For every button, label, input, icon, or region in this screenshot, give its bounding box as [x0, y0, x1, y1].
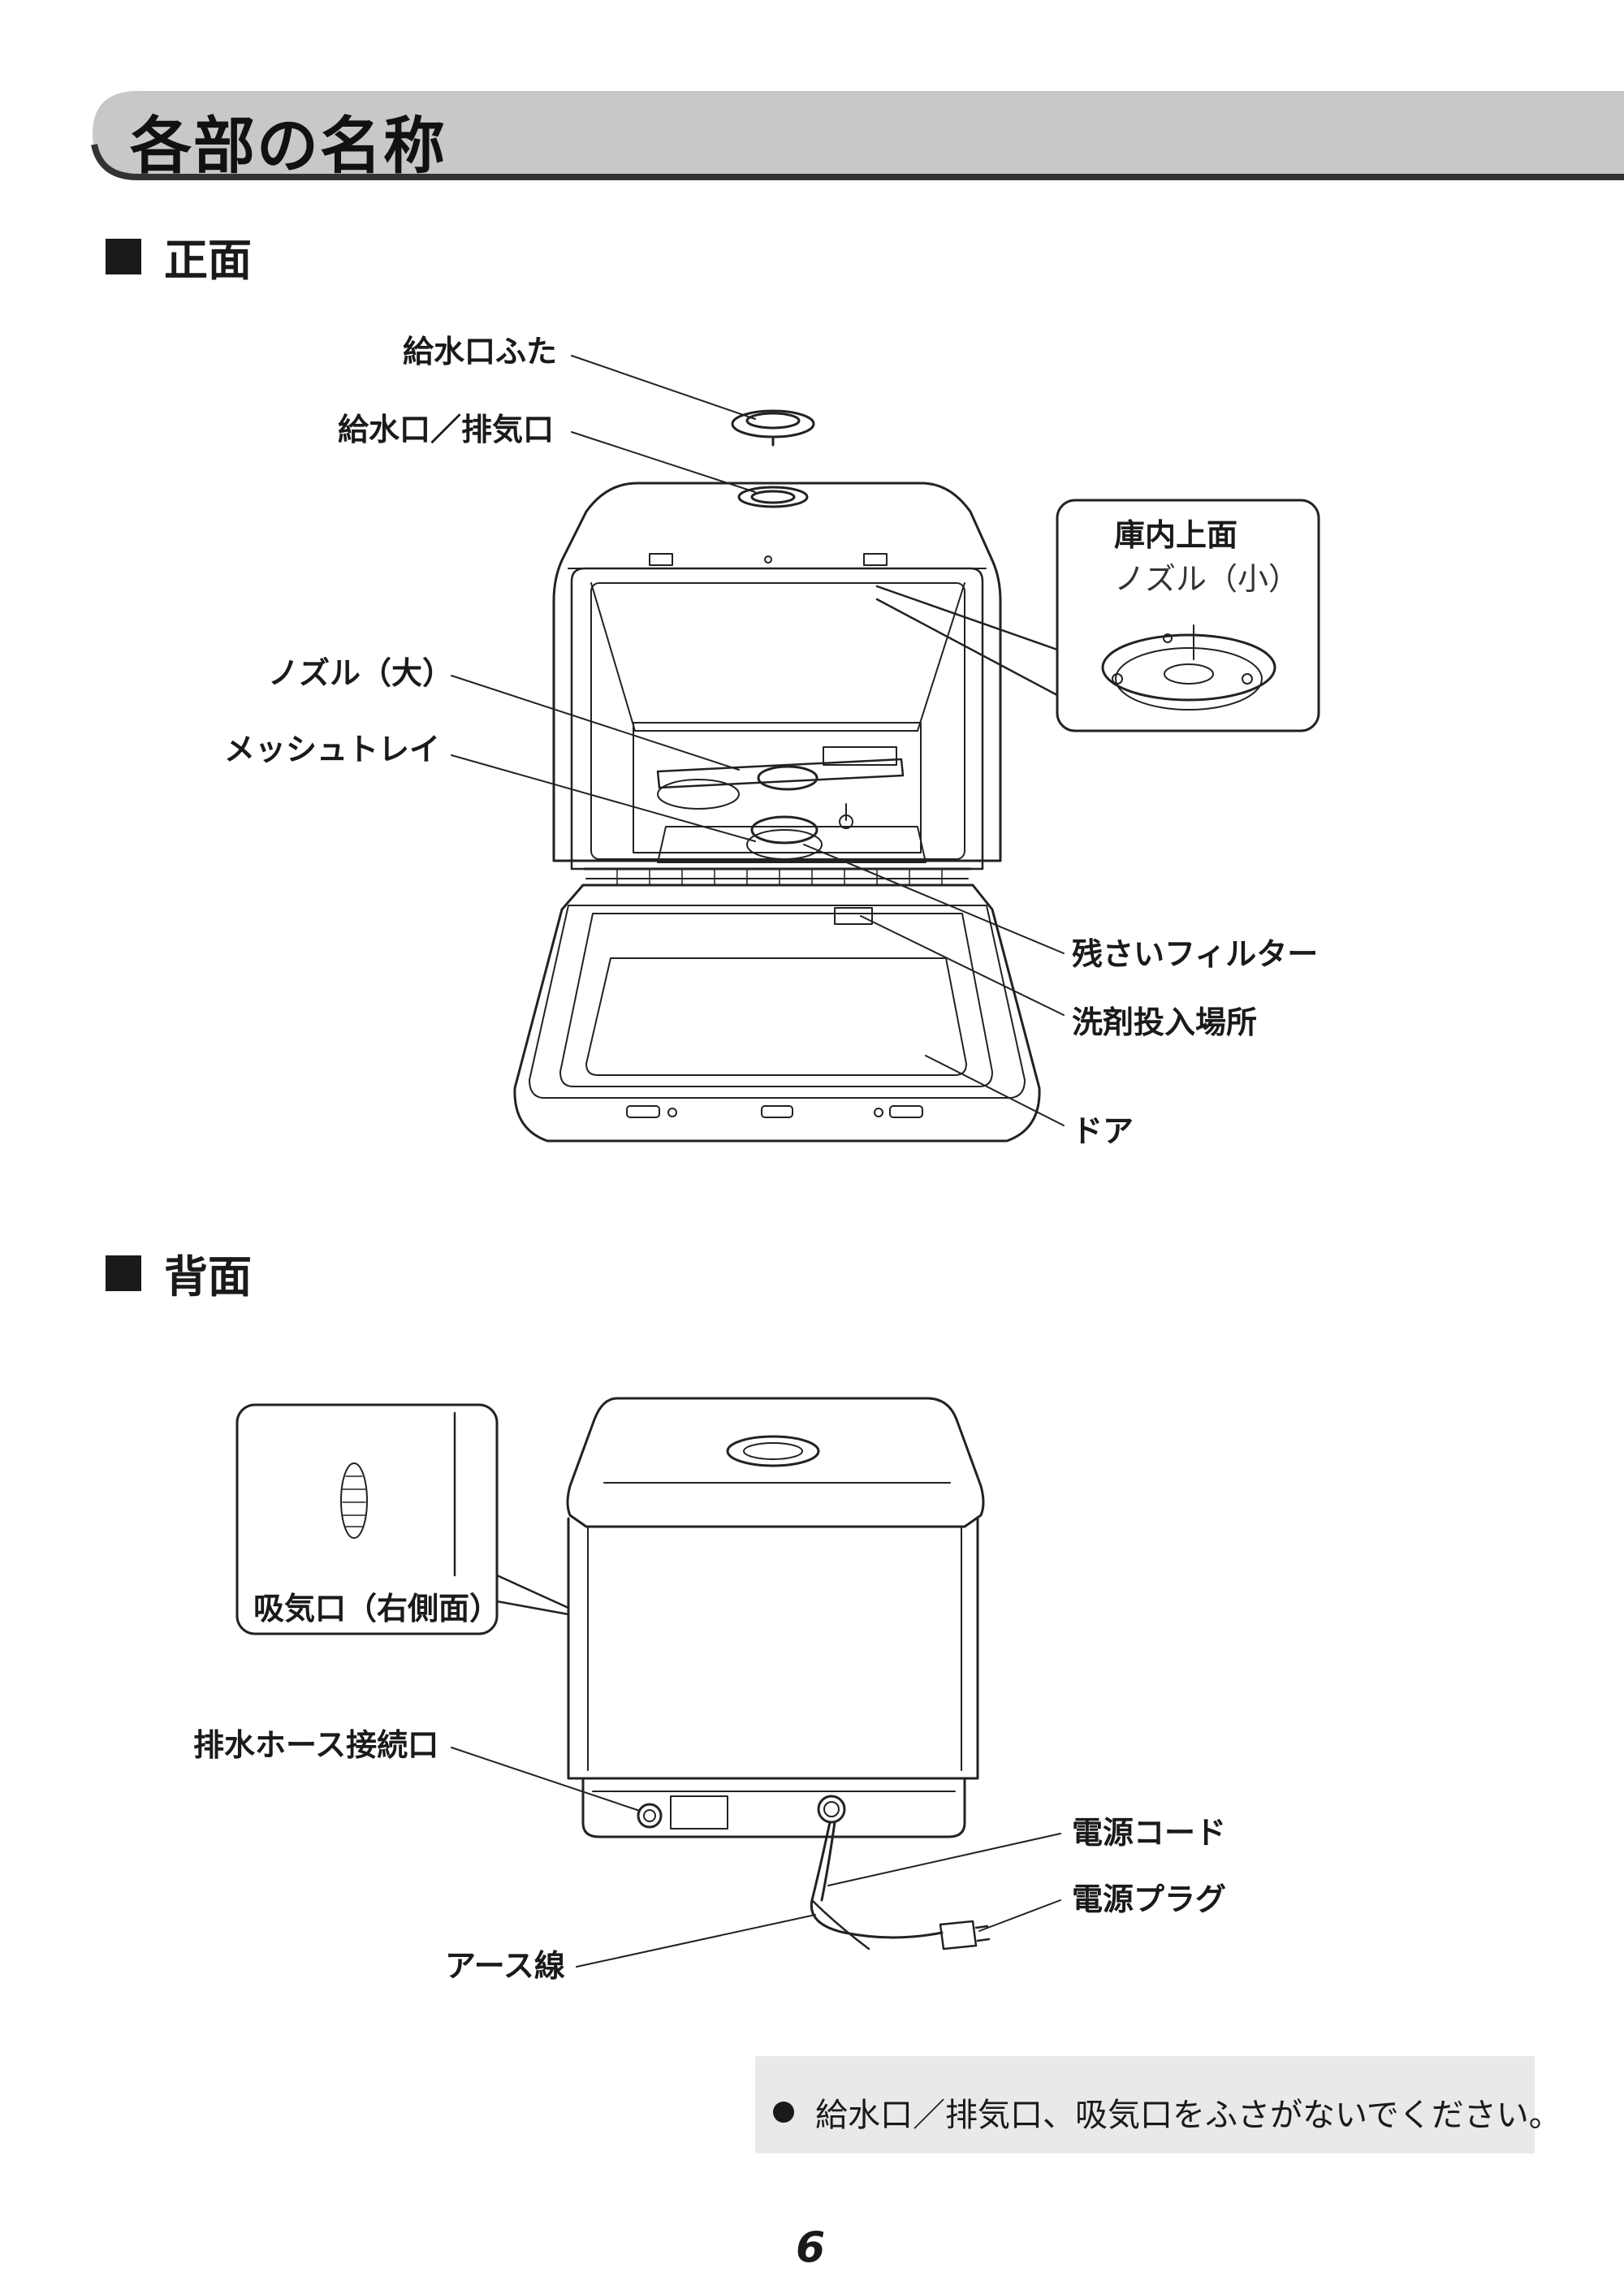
bullet-icon	[773, 2102, 794, 2123]
label-detergent-place: 洗剤投入場所	[1072, 1004, 1258, 1040]
label-water-inlet-exhaust: 給水口／排気口	[338, 412, 555, 447]
title-bar	[91, 91, 1624, 180]
dishwasher-back-drawing	[566, 1397, 991, 1951]
note: 給水口／排気口、吸気口をふさがないでください。	[773, 2089, 1561, 2136]
label-water-inlet-cap: 給水口ふた	[403, 334, 558, 369]
front-leader-lines	[451, 355, 1065, 1126]
label-nozzle-large: ノズル（大）	[268, 655, 454, 691]
note-box	[755, 2056, 1535, 2154]
square-bullet-icon	[106, 1255, 141, 1291]
section-heading-front: 正面	[106, 224, 252, 288]
square-bullet-icon	[106, 238, 141, 274]
page-number: 6	[796, 2223, 826, 2272]
label-power-plug: 電源プラグ	[1072, 1881, 1227, 1917]
label-ground-wire: アース線	[445, 1948, 565, 1984]
inset-caption-air-intake: 吸気口（右側面）	[253, 1591, 501, 1627]
section-heading-back: 背面	[106, 1241, 252, 1305]
label-residue-filter: 残さいフィルター	[1072, 936, 1319, 972]
label-power-cord: 電源コード	[1072, 1815, 1227, 1851]
back-leader-lines	[451, 1747, 1061, 1968]
label-drain-hose-connector: 排水ホース接続口	[193, 1727, 439, 1763]
label-door: ドア	[1072, 1113, 1134, 1149]
section-heading-front-text: 正面	[164, 235, 252, 286]
inset-title-ceiling: 庫内上面	[1114, 517, 1238, 553]
label-mesh-tray: メッシュトレイ	[224, 732, 441, 767]
note-text: 給水口／排気口、吸気口をふさがないでください。	[815, 2097, 1561, 2134]
page-title: 各部の名称	[130, 110, 447, 182]
section-heading-back-text: 背面	[164, 1251, 252, 1303]
ceiling-nozzle-inset	[875, 499, 1320, 732]
inset-caption-nozzle-small: ノズル（小）	[1114, 561, 1300, 597]
air-intake-inset	[235, 1403, 570, 1635]
dishwasher-front-drawing	[513, 409, 1041, 1143]
